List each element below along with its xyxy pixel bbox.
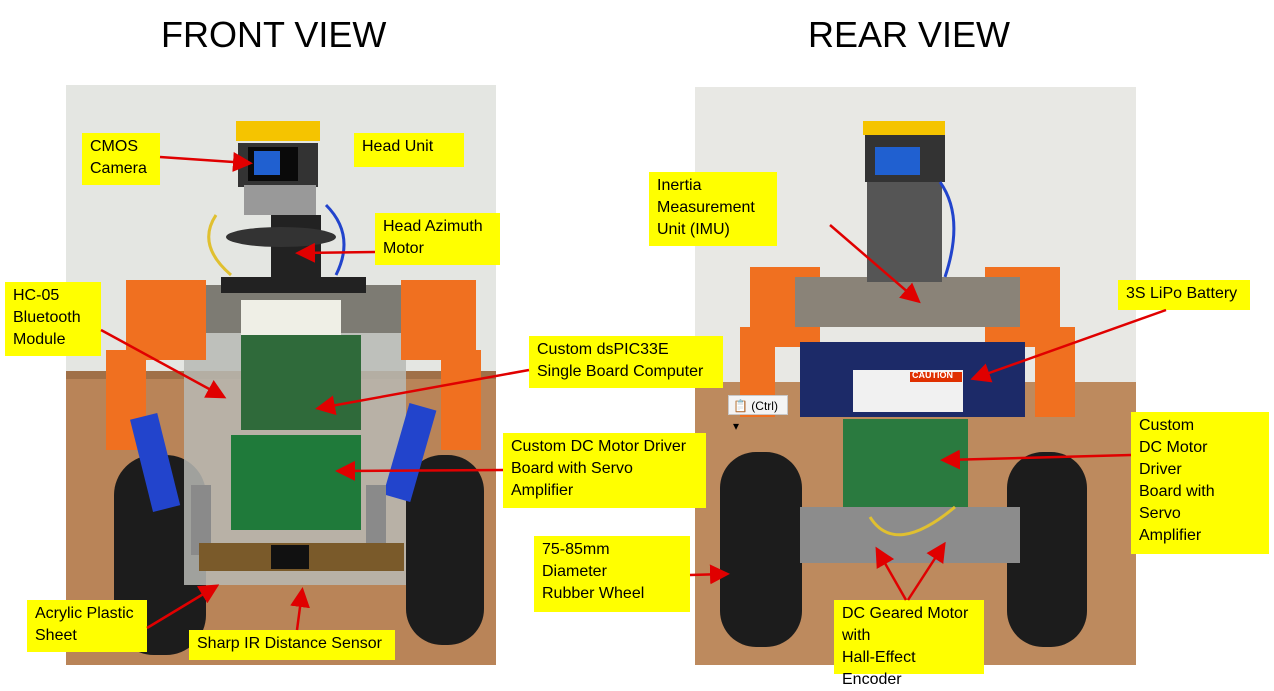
label-head-azimuth-motor: Head Azimuth Motor	[375, 213, 500, 265]
label-hc05-bluetooth: HC-05 Bluetooth Module	[5, 282, 101, 356]
arrow-rear-driver	[940, 449, 1132, 470]
label-lipo-battery: 3S LiPo Battery	[1118, 280, 1250, 310]
battery-caution-text: CAUTION	[912, 370, 953, 380]
arrow-front-driver	[335, 460, 504, 481]
chevron-down-icon: ▾	[733, 419, 740, 433]
label-head-unit: Head Unit	[354, 133, 464, 167]
arrow-cmos-camera	[159, 152, 253, 172]
arrow-hc05	[100, 328, 227, 399]
label-geared-motor: DC Geared Motor with Hall-Effect Encoder	[834, 600, 984, 688]
arrow-head-azimuth	[295, 242, 376, 263]
label-cmos-camera: CMOS Camera	[82, 133, 160, 185]
label-dspic-sbc: Custom dsPIC33E Single Board Computer	[529, 336, 723, 388]
arrow-ir-sensor	[290, 587, 310, 631]
label-acrylic-sheet: Acrylic Plastic Sheet	[27, 600, 147, 652]
rear-view-heading: REAR VIEW	[808, 14, 1011, 55]
arrow-acrylic	[146, 584, 220, 630]
ctrl-popup-label: (Ctrl)	[751, 399, 778, 413]
label-sharp-ir-sensor: Sharp IR Distance Sensor	[189, 630, 395, 660]
arrow-battery	[970, 308, 1167, 383]
label-rubber-wheel: 75-85mm Diameter Rubber Wheel	[534, 536, 690, 612]
label-rear-motor-driver: Custom DC Motor Driver Board with Servo …	[1131, 412, 1269, 554]
front-view-heading: FRONT VIEW	[161, 14, 387, 55]
arrow-motor-b	[906, 541, 946, 601]
label-front-motor-driver: Custom DC Motor Driver Board with Servo …	[503, 433, 706, 508]
rear-robot-photo	[695, 87, 1136, 665]
arrow-motor-a	[875, 546, 908, 601]
arrow-imu	[829, 224, 921, 304]
label-imu: Inertia Measurement Unit (IMU)	[649, 172, 777, 246]
paste-options-popup[interactable]: 📋 (Ctrl) ▾	[728, 395, 788, 433]
arrow-wheel	[689, 564, 730, 585]
clipboard-icon: 📋	[733, 399, 748, 413]
arrow-dspic	[315, 368, 530, 416]
